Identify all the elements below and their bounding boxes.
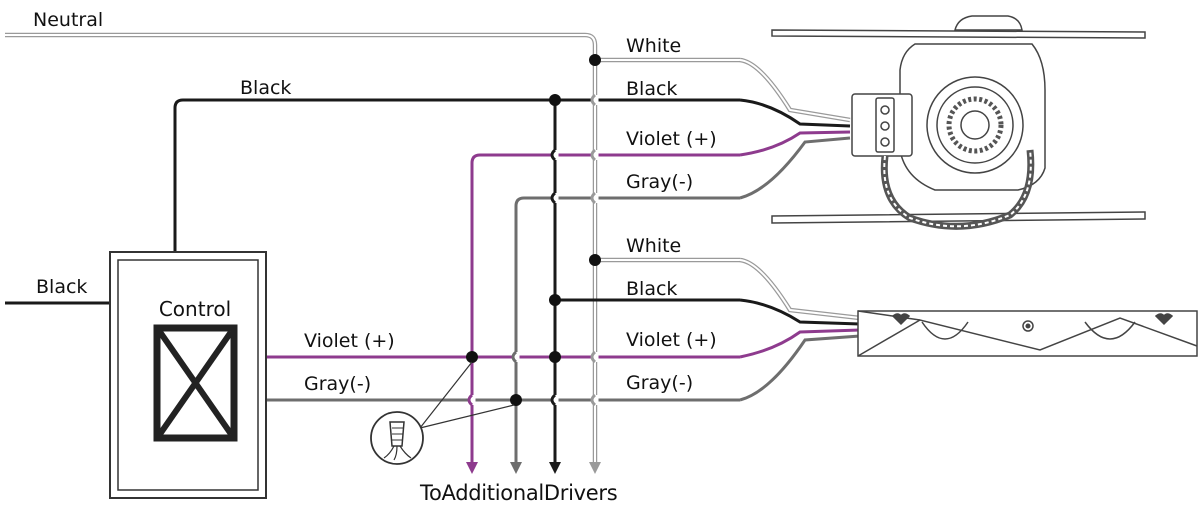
violet-wires bbox=[266, 153, 740, 465]
black-supply-wire bbox=[173, 98, 740, 252]
fixture1-black-label: Black bbox=[626, 78, 677, 100]
gray-wires bbox=[266, 196, 740, 465]
fixture2-white-label: White bbox=[626, 235, 681, 257]
white-branches bbox=[595, 57, 740, 263]
fixture2-gray-label: Gray(-) bbox=[626, 372, 693, 394]
arrows-to-additional-drivers bbox=[466, 462, 601, 474]
fixture1-leads bbox=[739, 57, 851, 200]
fixture2-black-label: Black bbox=[626, 278, 677, 300]
control-switch-icon bbox=[153, 324, 238, 442]
neutral-label: Neutral bbox=[33, 9, 103, 31]
fixture1-gray-label: Gray(-) bbox=[626, 171, 693, 193]
black-line-in-label: Black bbox=[36, 276, 87, 298]
control-box: Control bbox=[109, 251, 267, 499]
black-supply-label: Black bbox=[240, 77, 291, 99]
neutral-wire bbox=[5, 32, 598, 465]
wire-nut-icon bbox=[370, 361, 515, 465]
violet-control-label: Violet (+) bbox=[304, 330, 395, 352]
fixture1-violet-label: Violet (+) bbox=[626, 128, 717, 150]
fixture2-leads bbox=[739, 257, 861, 402]
crossover-arcs bbox=[467, 93, 597, 407]
fixture1-white-label: White bbox=[626, 35, 681, 57]
control-label: Control bbox=[159, 297, 231, 321]
linear-driver-fixture bbox=[857, 310, 1198, 357]
gray-control-label: Gray(-) bbox=[304, 373, 371, 395]
fixture2-violet-label: Violet (+) bbox=[626, 329, 717, 351]
downlight-fixture bbox=[771, 15, 1146, 230]
additional-drivers-label: ToAdditionalDrivers bbox=[419, 481, 617, 505]
junction-dots bbox=[466, 54, 601, 406]
